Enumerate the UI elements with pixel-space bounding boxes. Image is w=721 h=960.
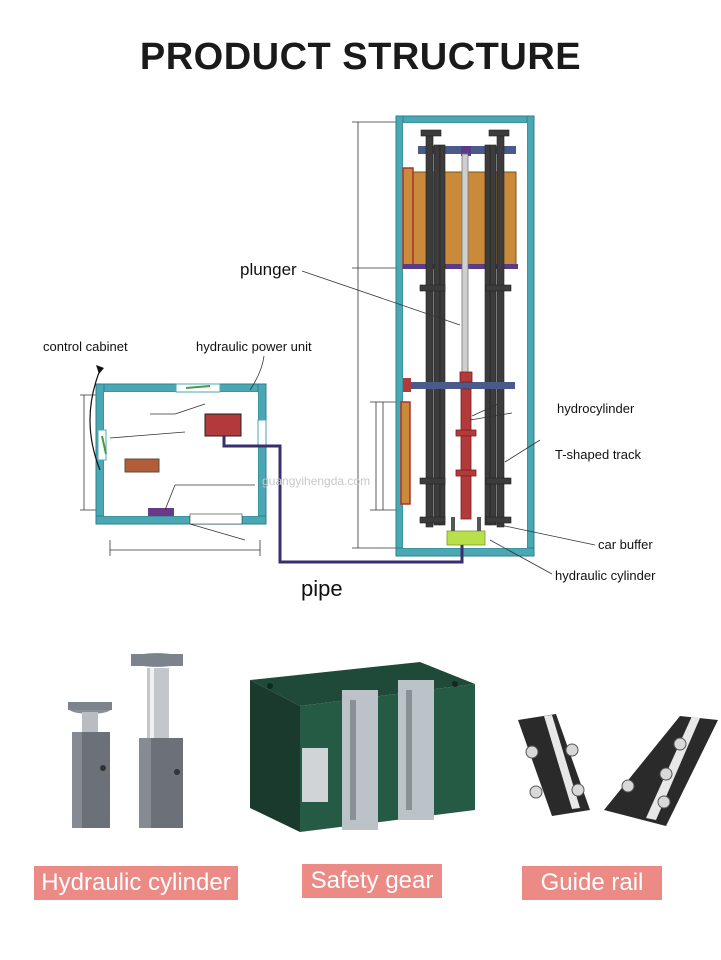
hydrocylinder bbox=[455, 371, 477, 520]
mid-beam bbox=[405, 382, 515, 389]
guide-rails-right bbox=[484, 129, 512, 528]
label-car-buffer: car buffer bbox=[598, 537, 653, 552]
label-hydrocylinder: hydrocylinder bbox=[557, 401, 635, 416]
label-hydraulic-power-unit: hydraulic power unit bbox=[196, 339, 312, 354]
pipe-line bbox=[222, 436, 464, 564]
arrow-head bbox=[96, 365, 104, 374]
label-t-shaped-track: T-shaped track bbox=[555, 447, 641, 462]
label-plunger: plunger bbox=[240, 260, 297, 279]
label-hydraulic-cylinder: hydraulic cylinder bbox=[555, 568, 656, 583]
shaft-wall bbox=[395, 115, 535, 557]
leader-lines bbox=[109, 270, 596, 575]
car-buffer bbox=[446, 530, 486, 546]
hydraulic-cylinder-image bbox=[68, 653, 183, 828]
safety-gear-image bbox=[250, 662, 475, 832]
guide-rail-image bbox=[518, 714, 718, 826]
label-pipe: pipe bbox=[301, 576, 343, 601]
caption-guide-rail: Guide rail bbox=[522, 866, 662, 900]
guide-rails-left bbox=[419, 129, 446, 528]
control-cabinet-box bbox=[124, 458, 160, 473]
machine-room-block bbox=[148, 508, 174, 516]
dimension-lines bbox=[80, 121, 400, 556]
landing-door bbox=[400, 401, 411, 505]
caption-safety-gear: Safety gear bbox=[302, 864, 442, 898]
watermark: guangyihengda.com bbox=[262, 474, 371, 488]
page-title: PRODUCT STRUCTURE bbox=[139, 36, 582, 78]
label-control-cabinet: control cabinet bbox=[43, 339, 128, 354]
caption-hydraulic-cylinder: Hydraulic cylinder bbox=[34, 866, 238, 900]
